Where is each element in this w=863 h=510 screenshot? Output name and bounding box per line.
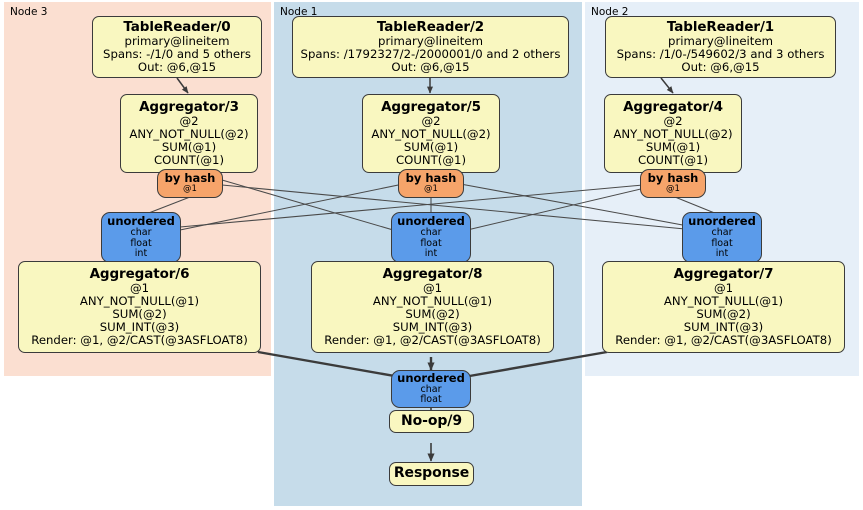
node-line: Out: @6,@15 (137, 60, 217, 75)
router-line: @1 (183, 184, 197, 195)
node-line: COUNT(@1) (153, 153, 225, 168)
node-title: Aggregator/5 (381, 98, 481, 115)
node-line: @1 (129, 280, 150, 295)
node-line: SUM(@1) (161, 140, 217, 155)
sync-line: int (134, 248, 148, 260)
node-aggregator-4[interactable]: Aggregator/4 @2 ANY_NOT_NULL(@2) SUM(@1)… (604, 94, 742, 173)
node-line: ANY_NOT_NULL(@1) (372, 293, 493, 308)
sync-title: unordered (397, 370, 465, 385)
sync-line: char (420, 227, 442, 238)
node-title: TableReader/0 (123, 18, 231, 35)
node-line: SUM_INT(@3) (99, 320, 180, 335)
cluster-label-node2: Node 2 (591, 6, 629, 18)
router-title: by hash (405, 171, 457, 186)
router-title: by hash (647, 171, 699, 186)
sync-line: float (420, 237, 442, 249)
node-line: Render: @1, @2/CAST(@3ASFLOAT8) (324, 333, 541, 348)
node-title: Aggregator/3 (139, 98, 239, 115)
node-line: @2 (421, 113, 441, 128)
node-title: No-op/9 (401, 412, 462, 429)
node-router-by-hash-center[interactable]: by hash @1 (398, 169, 464, 198)
node-line: COUNT(@1) (637, 153, 709, 168)
node-line: SUM(@2) (112, 307, 167, 321)
node-line: @2 (663, 113, 683, 128)
node-line: primary@lineitem (378, 33, 483, 48)
sync-line: float (130, 237, 152, 249)
node-line: SUM_INT(@3) (392, 320, 473, 335)
node-sync-unordered-left[interactable]: unordered char float int (101, 212, 181, 263)
node-line: primary@lineitem (124, 33, 230, 48)
node-line: ANY_NOT_NULL(@2) (129, 126, 249, 141)
node-aggregator-8[interactable]: Aggregator/8 @1 ANY_NOT_NULL(@1) SUM(@2)… (311, 261, 554, 353)
sync-line: char (711, 227, 733, 238)
sync-line: char (130, 227, 152, 238)
node-line: SUM(@1) (403, 140, 459, 155)
node-tablereader-1[interactable]: TableReader/1 primary@lineitem Spans: /1… (605, 16, 836, 78)
node-line: Render: @1, @2/CAST(@3ASFLOAT8) (31, 333, 248, 348)
node-title: Aggregator/6 (89, 265, 190, 282)
node-title: Aggregator/8 (382, 265, 483, 282)
node-line: ANY_NOT_NULL(@1) (79, 293, 200, 308)
sync-line: int (424, 248, 438, 260)
node-title: Aggregator/4 (623, 98, 723, 115)
router-line: @1 (666, 184, 680, 195)
sync-title: unordered (688, 214, 756, 229)
node-aggregator-6[interactable]: Aggregator/6 @1 ANY_NOT_NULL(@1) SUM(@2)… (18, 261, 261, 353)
node-sync-unordered-right[interactable]: unordered char float int (682, 212, 762, 263)
node-line: @2 (179, 113, 199, 128)
sync-line: char (420, 383, 442, 395)
node-line: SUM_INT(@3) (683, 320, 764, 335)
router-title: by hash (164, 171, 216, 186)
node-aggregator-3[interactable]: Aggregator/3 @2 ANY_NOT_NULL(@2) SUM(@1)… (120, 94, 258, 173)
node-line: ANY_NOT_NULL(@2) (613, 126, 733, 141)
node-line: COUNT(@1) (395, 153, 467, 168)
node-title: TableReader/1 (666, 18, 775, 35)
node-line: primary@lineitem (668, 33, 773, 48)
node-line: @1 (422, 280, 443, 295)
router-line: @1 (424, 184, 438, 195)
node-tablereader-0[interactable]: TableReader/0 primary@lineitem Spans: -/… (92, 16, 262, 78)
node-aggregator-5[interactable]: Aggregator/5 @2 ANY_NOT_NULL(@2) SUM(@1)… (362, 94, 500, 173)
node-line: ANY_NOT_NULL(@1) (663, 293, 784, 308)
node-line: Out: @6,@15 (681, 60, 760, 75)
node-noop-9[interactable]: No-op/9 (389, 410, 474, 433)
node-line: @1 (713, 280, 734, 295)
cluster-label-node1: Node 1 (280, 6, 318, 18)
sync-line: int (715, 248, 729, 260)
node-response[interactable]: Response (389, 462, 474, 486)
node-title: Response (393, 465, 470, 482)
sync-title: unordered (397, 214, 465, 229)
node-router-by-hash-right[interactable]: by hash @1 (640, 169, 706, 198)
node-line: ANY_NOT_NULL(@2) (371, 126, 491, 141)
cluster-label-node3: Node 3 (10, 6, 48, 18)
node-line: Spans: -/1/0 and 5 others (103, 47, 251, 62)
node-line: SUM(@1) (645, 140, 701, 155)
sync-line: float (711, 237, 733, 249)
node-aggregator-7[interactable]: Aggregator/7 @1 ANY_NOT_NULL(@1) SUM(@2)… (602, 261, 845, 353)
node-line: Out: @6,@15 (391, 60, 470, 75)
sync-line: float (420, 394, 442, 406)
node-title: TableReader/2 (376, 18, 485, 35)
node-title: Aggregator/7 (673, 265, 774, 282)
sync-title: unordered (107, 214, 175, 229)
node-line: Spans: /1/0-/549602/3 and 3 others (616, 47, 825, 62)
node-sync-unordered-final[interactable]: unordered char float (391, 370, 471, 408)
node-line: Render: @1, @2/CAST(@3ASFLOAT8) (615, 333, 832, 348)
node-tablereader-2[interactable]: TableReader/2 primary@lineitem Spans: /1… (292, 16, 569, 78)
node-router-by-hash-left[interactable]: by hash @1 (157, 169, 223, 198)
node-line: SUM(@2) (405, 307, 460, 321)
node-sync-unordered-center[interactable]: unordered char float int (391, 212, 471, 263)
node-line: SUM(@2) (696, 307, 751, 321)
node-line: Spans: /1792327/2-/2000001/0 and 2 other… (300, 47, 561, 62)
